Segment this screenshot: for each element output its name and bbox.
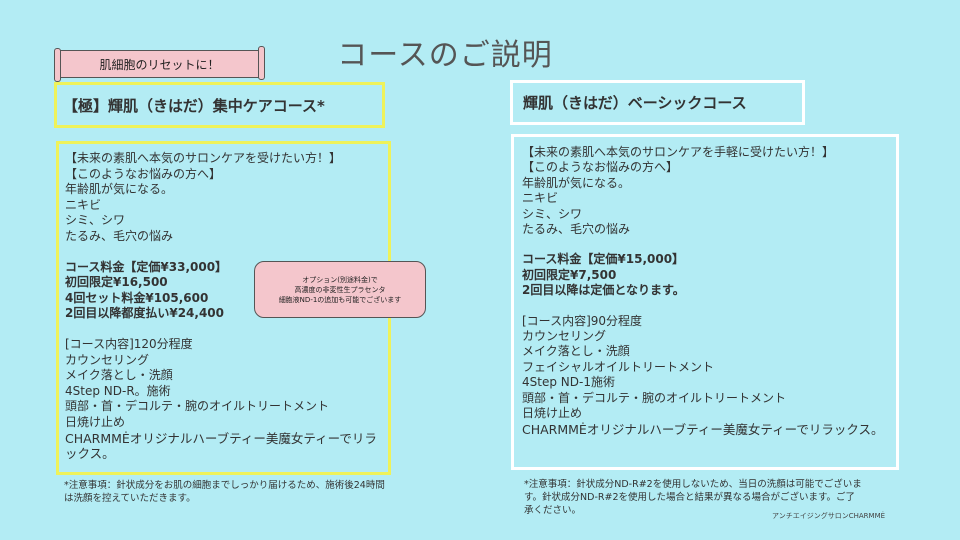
concern-item: 年齢肌が気になる。 [65,182,174,197]
content-line: [コース内容]90分程度 [522,313,643,328]
basic-course-heading: 輝肌（きはだ）ベーシックコース [523,94,747,112]
price-line: 初回限定¥7,500 [522,267,617,282]
content-line: カウンセリング [65,352,150,367]
content-line: [コース内容]120分程度 [65,336,193,351]
premium-course-note: *注意事項：針状成分をお肌の細胞までしっかり届けるため、施術後24時間は洗顔を控… [64,480,385,504]
concern-header: 【このようなお悩みの方へ】 [65,166,222,181]
price-line: コース料金【定価¥15,000】 [522,252,685,267]
concern-item: 年齢肌が気になる。 [522,175,631,190]
basic-course-note: *注意事項：針状成分ND-R#2を使用しないため、当日の洗顔は可能でございます。… [524,479,862,516]
content-line: 4Step ND-1施術 [522,375,615,390]
concern-item: シミ、シワ [65,213,126,228]
option-line: 高濃度の非変性生プラセンタ [294,285,386,294]
concern-item: たるみ、毛穴の悩み [65,228,174,243]
content-line: 頭部・首・デコルテ・腕のオイルトリートメント [65,399,330,414]
tea-line: CHARMMĖオリジナルハーブティー美魔女ティーでリラックス。 [65,430,377,462]
salon-name: アンチエイジングサロンCHARMMĖ [772,512,886,520]
target-line: 【未来の素肌へ本気のサロンケアを手軽に受けたい方！】 [522,145,835,159]
tea-line: CHARMMĖオリジナルハーブティー美魔女ティーでリラックス。 [522,421,884,437]
premium-course-heading-box: 【極】輝肌（きはだ）集中ケアコース* [54,82,385,128]
content-line: カウンセリング [522,329,607,344]
page-title: コースのご説明 [337,38,553,73]
price-line: コース料金【定価¥33,000】 [65,259,228,274]
premium-course-heading: 【極】輝肌（きはだ）集中ケアコース* [63,96,325,115]
basic-course-details: 【未来の素肌へ本気のサロンケアを手軽に受けたい方！】 【このようなお悩みの方へ】… [511,134,899,470]
ribbon-banner: 肌細胞のリセットに！ [54,46,265,82]
content-line: 4Step ND-R。施術 [65,383,171,398]
price-line: 4回セット料金¥105,600 [65,290,209,305]
price-line: 2回目以降は定価となります。 [522,283,685,298]
option-note-pill: オプション(別途料金)で 高濃度の非変性生プラセンタ 細胞液ND-1の追加も可能… [254,261,426,318]
price-line: 2回目以降都度払い¥24,400 [65,306,225,321]
price-line: 初回限定¥16,500 [65,275,168,290]
concern-header: 【このようなお悩みの方へ】 [522,160,679,175]
premium-course-details: 【未来の素肌へ本気のサロンケアを受けたい方！】 【このようなお悩みの方へ】 年齢… [56,141,391,475]
basic-course-heading-box: 輝肌（きはだ）ベーシックコース [510,80,805,125]
content-line: メイク落とし・洗顔 [65,368,173,383]
content-line: メイク落とし・洗顔 [522,344,630,359]
content-line: 日焼け止め [522,406,583,421]
content-line: 頭部・首・デコルテ・腕のオイルトリートメント [522,390,787,405]
concern-item: ニキビ [65,197,102,212]
option-line: 細胞液ND-1の追加も可能でございます [278,295,402,304]
concern-item: たるみ、毛穴の悩み [522,222,631,237]
content-line: フェイシャルオイルトリートメント [522,359,715,374]
concern-item: ニキビ [522,191,559,206]
ribbon-label: 肌細胞のリセットに！ [99,57,220,72]
content-line: 日焼け止め [65,414,126,429]
concern-item: シミ、シワ [522,206,583,221]
option-line: オプション(別途料金)で [302,275,378,284]
target-line: 【未来の素肌へ本気のサロンケアを受けたい方！】 [65,151,342,165]
